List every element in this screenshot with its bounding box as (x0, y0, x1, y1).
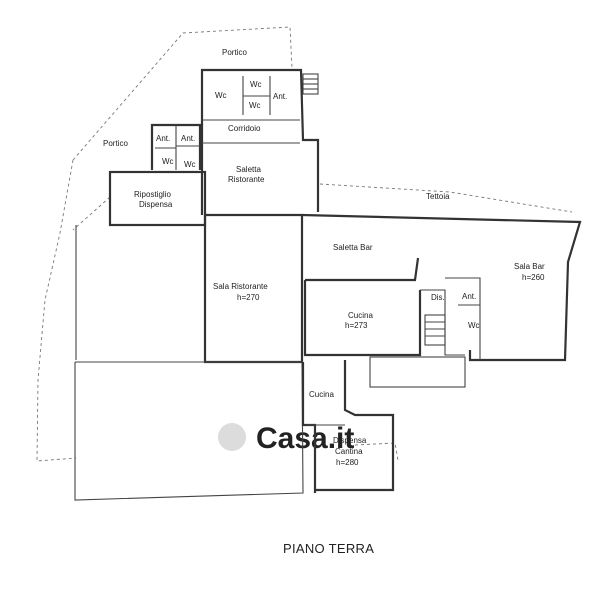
portico-boundaries (36, 26, 573, 462)
label-ant-1: Ant. (273, 92, 287, 101)
room-labels: Portico Portico Wc Wc Wc Ant. Corridoio … (103, 48, 545, 467)
label-dispensa: Dispensa (139, 200, 173, 209)
label-sala-bar: Sala Bar (514, 262, 545, 271)
portico-top-boundary (72, 26, 293, 161)
label-wc-3: Wc (249, 101, 261, 110)
label-cucina-2: Cucina (309, 390, 334, 399)
tettoia-boundary (319, 183, 573, 213)
label-saletta-ristorante-1: Saletta (236, 165, 261, 174)
label-ant-3: Ant. (181, 134, 195, 143)
wall-ripostiglio (108, 170, 207, 227)
label-cucina-1: Cucina (348, 311, 373, 320)
watermark-logo-icon (218, 423, 246, 451)
label-dispensa-cantina-1: Dispensa (333, 436, 367, 445)
watermark: Casa.it (218, 422, 354, 455)
wall-lower-annex (369, 356, 466, 388)
wall-dispensa-cantina (315, 360, 395, 492)
label-wc-6: Wc (468, 321, 480, 330)
wall-cortile (74, 361, 304, 501)
label-portico-left: Portico (103, 139, 128, 148)
floor-title: PIANO TERRA (283, 541, 374, 556)
wall-bar-outer (301, 213, 582, 362)
wall-cucina (303, 280, 422, 357)
walls (74, 68, 582, 501)
cantina-boundary (354, 442, 399, 461)
label-dispensa-cantina-2: Cantina (335, 447, 363, 456)
label-dispensa-cantina-h: h=280 (336, 458, 359, 467)
label-wc-2: Wc (215, 91, 227, 100)
stair-dis (424, 314, 446, 346)
label-ant-2: Ant. (156, 134, 170, 143)
label-cucina-1-h: h=273 (345, 321, 368, 330)
label-dis: Dis. (431, 293, 445, 302)
label-saletta-bar: Saletta Bar (333, 243, 373, 252)
label-wc-4: Wc (162, 157, 174, 166)
label-portico-top: Portico (222, 48, 247, 57)
wall-ant-wc (445, 277, 481, 360)
wall-top-block (200, 68, 320, 215)
label-ant-4: Ant. (462, 292, 476, 301)
label-sala-ristorante: Sala Ristorante (213, 282, 268, 291)
label-wc-5: Wc (184, 160, 196, 169)
portico-inner-boundary (72, 196, 111, 231)
portico-left-boundary (36, 159, 77, 462)
label-saletta-ristorante-2: Ristorante (228, 175, 265, 184)
label-sala-ristorante-h: h=270 (237, 293, 260, 302)
label-sala-bar-h: h=260 (522, 273, 545, 282)
label-ripostiglio: Ripostiglio (134, 190, 171, 199)
watermark-text: Casa.it (256, 422, 354, 455)
wall-saletta-bar-bottom (305, 257, 420, 282)
label-wc-1: Wc (250, 80, 262, 89)
label-tettoia: Tettoia (426, 192, 450, 201)
label-corridoio: Corridoio (228, 124, 261, 133)
